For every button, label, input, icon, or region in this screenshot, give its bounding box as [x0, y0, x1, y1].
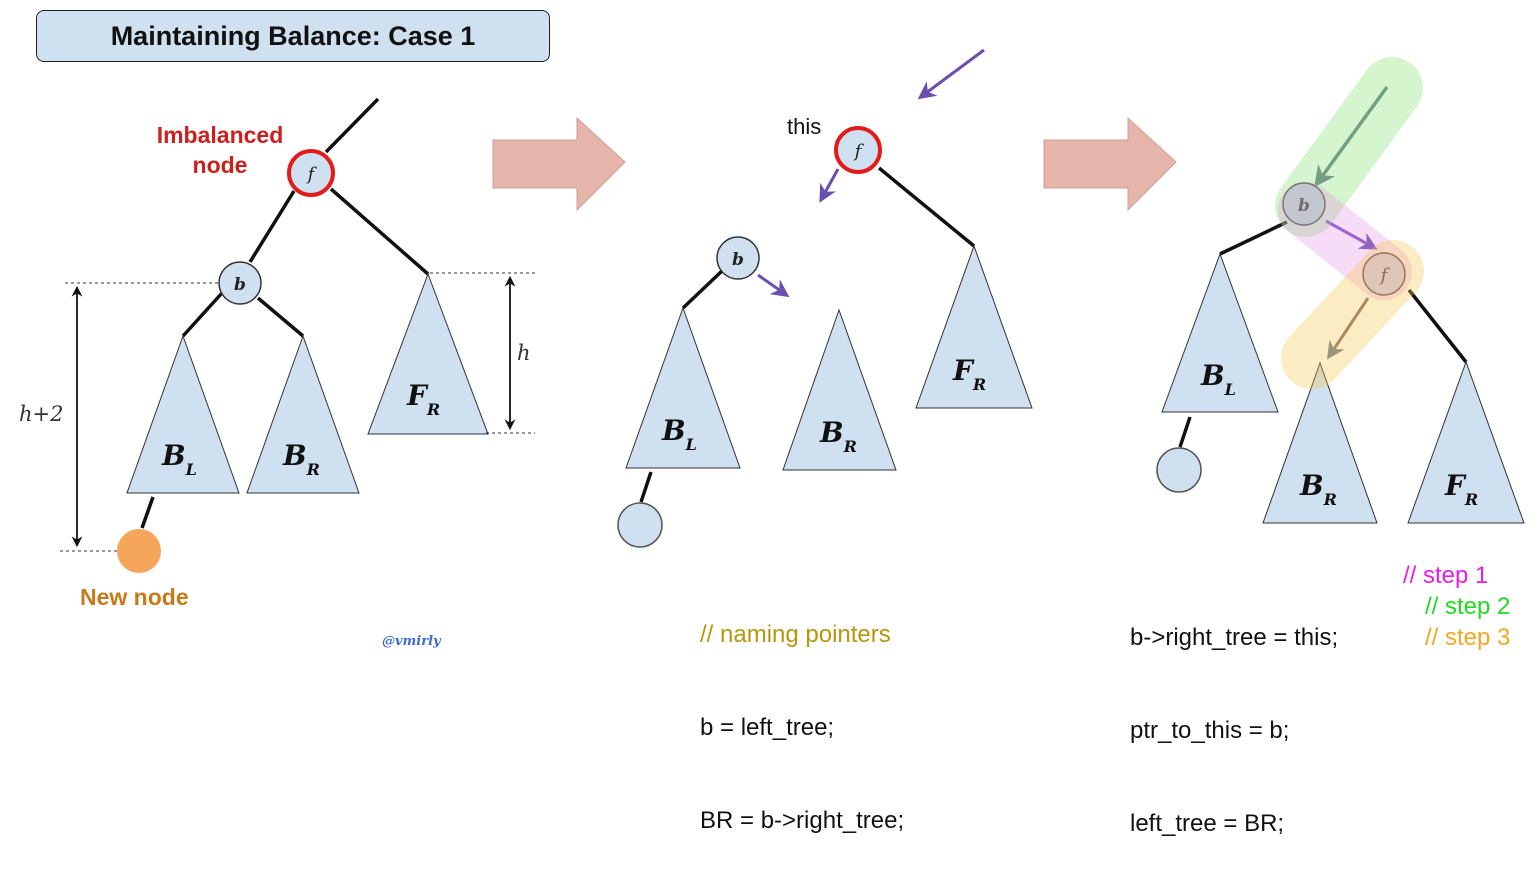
edge-bl-leaf-2 [639, 471, 653, 503]
subtree-br-3-label: BR [1299, 469, 1337, 509]
edge-b-br [256, 296, 305, 338]
height-label-left: h+2 [19, 402, 64, 426]
imbalanced-line2: node [192, 152, 248, 178]
panel-before: f b BL BR FR [60, 97, 537, 573]
imbalanced-line1: Imbalanced [156, 122, 284, 148]
subtree-fr [367, 272, 489, 435]
panel-naming: f b BL BR FR [617, 48, 1033, 548]
subtree-fr-2-label: FR [952, 354, 986, 394]
edge-f-fr-2 [877, 166, 976, 248]
step1-highlight [1278, 182, 1412, 300]
pointer-arrow-right-tree [757, 273, 790, 298]
edge-parent-f [324, 97, 380, 154]
edge-b-bl-2 [681, 268, 725, 310]
edge-f-fr [329, 187, 430, 276]
pointer-arrow-into-this [917, 48, 985, 100]
subtree-bl-3 [1161, 252, 1279, 413]
subtree-br-2 [782, 308, 897, 471]
leaf-node-3 [1156, 447, 1202, 493]
subtree-fr-2 [915, 244, 1033, 409]
code-comment-naming: // naming pointers [700, 621, 891, 648]
code-line-step1: b->right_tree = this; [1130, 624, 1339, 651]
author-credit: @vmirly [382, 634, 441, 649]
subtree-bl [126, 334, 240, 494]
transition-arrow-2 [1043, 116, 1177, 212]
node-b [218, 261, 262, 305]
subtree-bl-2 [625, 306, 741, 469]
pointer-arrow-ptr-to-this [1314, 85, 1389, 188]
node-b-2-label: b [732, 250, 744, 270]
step1-comment: // step 1 [1403, 562, 1489, 589]
subtree-br-2-label: BR [819, 416, 857, 456]
this-label: this [787, 114, 822, 139]
edge-f-b [248, 190, 296, 263]
node-f-3 [1362, 252, 1406, 296]
subtree-fr-label: FR [406, 379, 440, 419]
subtree-bl-label: BL [161, 439, 197, 479]
new-node [117, 529, 161, 573]
leaf-node-2 [617, 502, 663, 548]
pointer-arrow-right-tree-3 [1325, 219, 1378, 250]
edge-b-bl-3 [1219, 220, 1288, 256]
imbalanced-node-label: Imbalanced node [140, 120, 300, 180]
subtree-br-label: BR [282, 439, 320, 479]
height-label-right: h [517, 341, 531, 365]
diagram-title: Maintaining Balance: Case 1 [36, 10, 550, 62]
edge-bl-leaf-3 [1178, 416, 1192, 448]
pointer-arrow-left-tree-3 [1327, 297, 1370, 360]
code-block-naming: // naming pointers b = left_tree; BR = b… [700, 557, 904, 867]
edge-b-bl [181, 291, 224, 338]
subtree-br [246, 334, 360, 494]
step2-highlight [1275, 57, 1423, 237]
code-line-br: BR = b->right_tree; [700, 807, 905, 834]
new-node-label: New node [80, 584, 189, 610]
code-line-b: b = left_tree; [700, 714, 835, 741]
transition-arrow-1 [492, 116, 626, 212]
code-line-step2: ptr_to_this = b; [1130, 717, 1290, 744]
diagram-canvas: f b BL BR FR f b BL BR FR [60, 48, 1525, 573]
step2-comment: // step 2 [1425, 593, 1511, 620]
code-block-rotation: b->right_tree = this; ptr_to_this = b; l… [1130, 560, 1338, 870]
node-f-2 [834, 126, 882, 174]
edge-f-fr-3 [1407, 288, 1468, 364]
code-line-step3: left_tree = BR; [1130, 810, 1285, 837]
step3-highlight [1281, 240, 1424, 389]
subtree-bl-3-label: BL [1200, 359, 1236, 399]
subtree-br-3 [1262, 361, 1378, 524]
step3-comment: // step 3 [1425, 624, 1511, 651]
edge-bl-new [140, 496, 155, 529]
pointer-arrow-left-tree [819, 168, 840, 203]
node-b-2 [716, 236, 760, 280]
subtree-bl-2-label: BL [661, 414, 697, 454]
subtree-fr-3-label: FR [1444, 469, 1478, 509]
panel-after: BL BR FR b f [1156, 57, 1525, 524]
node-b-label: b [234, 275, 246, 295]
subtree-fr-3 [1407, 360, 1525, 524]
node-b-3 [1282, 182, 1326, 226]
node-b-3-label: b [1298, 196, 1310, 216]
node-f [287, 149, 335, 197]
